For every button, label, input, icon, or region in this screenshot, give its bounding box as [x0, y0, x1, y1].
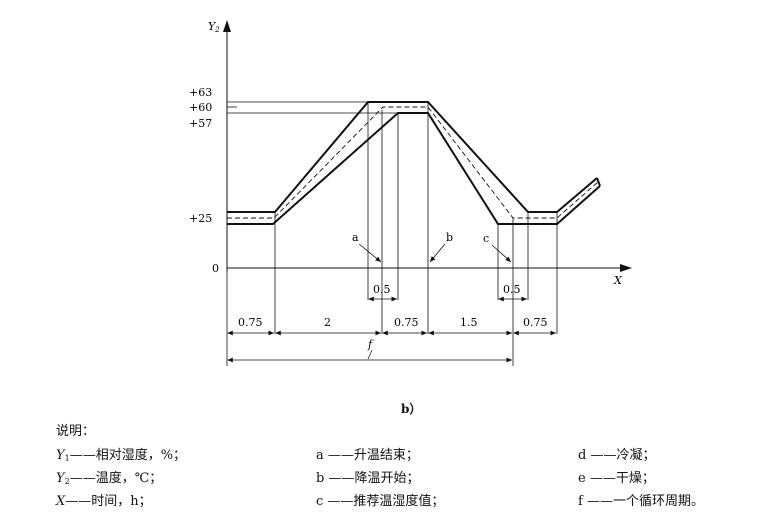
legend: 说明： Y1——相对湿度，%； Y2——温度，℃； X——时间，h； a ——升…	[0, 420, 768, 517]
point-label-c: c	[483, 232, 489, 245]
nominal-curve	[227, 106, 599, 219]
legend-item-y1: Y1——相对湿度，%；	[56, 448, 187, 463]
legend-item-f: f ——一个循环周期。	[578, 494, 704, 509]
legend-title: 说明：	[56, 424, 96, 439]
duration-label-1: 0.75	[238, 316, 263, 329]
upper-boundary-curve	[227, 101, 598, 213]
legend-item-b: b ——降温开始；	[316, 471, 420, 486]
y-axis-arrow	[223, 20, 231, 32]
interval-label-1: 0.5	[373, 283, 391, 296]
y-tick-60: +60	[189, 101, 212, 114]
duration-label-3: 0.75	[394, 316, 419, 329]
lower-boundary-curve	[227, 112, 601, 225]
duration-label-2: 2	[324, 316, 331, 329]
legend-item-e: e ——干燥；	[578, 471, 655, 486]
duration-label-4: 1.5	[460, 316, 478, 329]
point-arrow-c	[491, 244, 512, 263]
cycle-label: f	[367, 338, 374, 351]
legend-item-y2: Y2——温度，℃；	[56, 471, 163, 486]
cycle-leader	[367, 349, 373, 360]
legend-item-c: c ——推荐温湿度值；	[316, 494, 445, 509]
interval-label-2: 0.5	[503, 283, 521, 296]
point-label-a: a	[352, 231, 359, 244]
point-label-b: b	[446, 231, 453, 244]
panel-caption: b）	[401, 402, 422, 416]
curve-end-cap	[596, 177, 601, 187]
temperature-humidity-cycle-diagram: Y2 X +63 +60 +57 +25 0 0.5 0.5 0.75 2 0.…	[189, 20, 632, 366]
legend-item-a: a ——升温结束；	[316, 448, 419, 463]
point-arrow-b	[429, 243, 446, 263]
y-axis-label: Y2	[208, 20, 220, 34]
y-tick-63: +63	[189, 86, 212, 99]
legend-item-x: X——时间，h；	[56, 494, 152, 509]
legend-item-d: d ——冷凝；	[578, 448, 656, 463]
y-tick-57: +57	[189, 117, 212, 130]
y-tick-0: 0	[212, 262, 219, 275]
x-axis-label: X	[613, 274, 623, 287]
x-axis-arrow	[620, 264, 632, 272]
y-tick-25: +25	[189, 212, 212, 225]
duration-label-5: 0.75	[523, 316, 548, 329]
point-arrow-a	[358, 243, 382, 263]
